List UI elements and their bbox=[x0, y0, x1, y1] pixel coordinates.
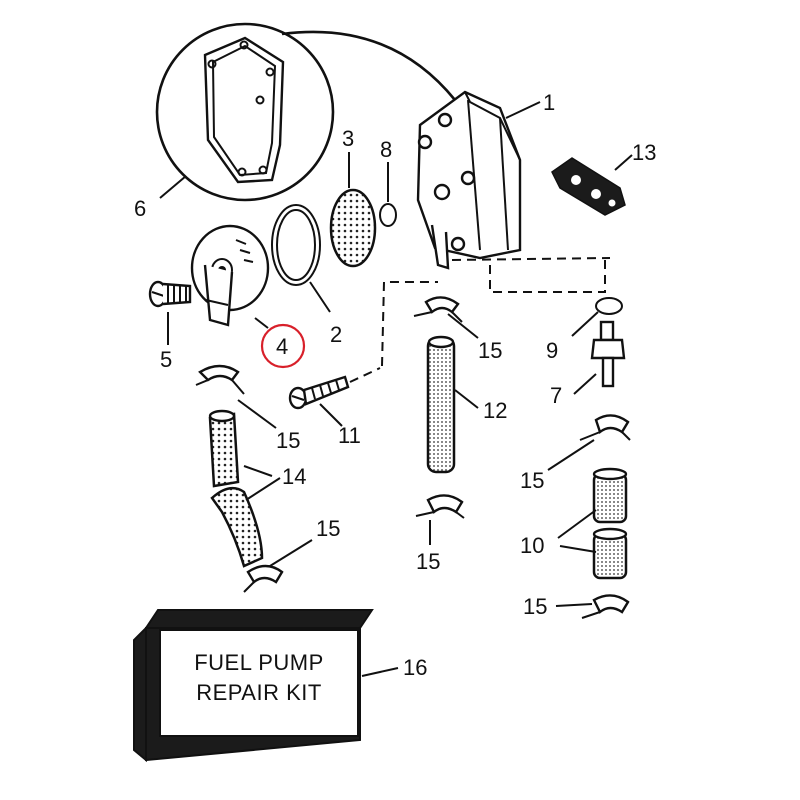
part-13-gasket bbox=[551, 154, 633, 216]
label-12: 12 bbox=[483, 398, 507, 423]
part-1-pump-body bbox=[416, 90, 541, 270]
label-4: 4 bbox=[276, 334, 288, 359]
alignment-line bbox=[489, 258, 606, 293]
part-15-clip bbox=[243, 539, 313, 593]
part-8-o-ring bbox=[379, 162, 397, 227]
label-8: 8 bbox=[380, 137, 392, 162]
alignment-line bbox=[451, 257, 611, 261]
part-15-clip bbox=[195, 364, 277, 429]
part-4-diaphragm bbox=[190, 224, 270, 329]
label-15-f: 15 bbox=[523, 594, 547, 619]
label-15-d: 15 bbox=[416, 549, 440, 574]
part-12-hose bbox=[426, 335, 479, 474]
part-2-o-ring bbox=[271, 204, 331, 313]
part-9-washer bbox=[571, 297, 623, 337]
label-7: 7 bbox=[550, 383, 562, 408]
part-15-clip bbox=[415, 494, 465, 545]
part-14-hoses bbox=[208, 409, 281, 568]
part-6-gasket-detail bbox=[155, 22, 457, 202]
label-1: 1 bbox=[543, 90, 555, 115]
label-10: 10 bbox=[520, 533, 544, 558]
part-15-clip bbox=[413, 296, 479, 339]
label-15-c: 15 bbox=[520, 468, 544, 493]
label-9: 9 bbox=[546, 338, 558, 363]
label-6: 6 bbox=[134, 196, 146, 221]
part-7-fitting bbox=[573, 320, 626, 395]
highlight-circle bbox=[260, 323, 306, 369]
kit-line-2: REPAIR KIT bbox=[196, 680, 322, 705]
label-13: 13 bbox=[632, 140, 656, 165]
label-14: 14 bbox=[282, 464, 306, 489]
label-15-e: 15 bbox=[316, 516, 340, 541]
part-16-repair-kit bbox=[133, 609, 399, 763]
label-5: 5 bbox=[160, 347, 172, 372]
label-15-b: 15 bbox=[276, 428, 300, 453]
label-16: 16 bbox=[403, 655, 427, 680]
part-11-screw bbox=[288, 281, 438, 427]
label-15-a: 15 bbox=[478, 338, 502, 363]
part-3-filter-screen bbox=[329, 152, 377, 268]
part-15-clip bbox=[547, 414, 631, 471]
part-5-screw bbox=[148, 280, 192, 345]
label-2: 2 bbox=[330, 322, 342, 347]
part-15-clip bbox=[555, 594, 630, 619]
part-10-filters bbox=[557, 467, 628, 580]
kit-line-1: FUEL PUMP bbox=[194, 650, 324, 675]
label-11: 11 bbox=[338, 423, 361, 448]
label-3: 3 bbox=[342, 126, 354, 151]
